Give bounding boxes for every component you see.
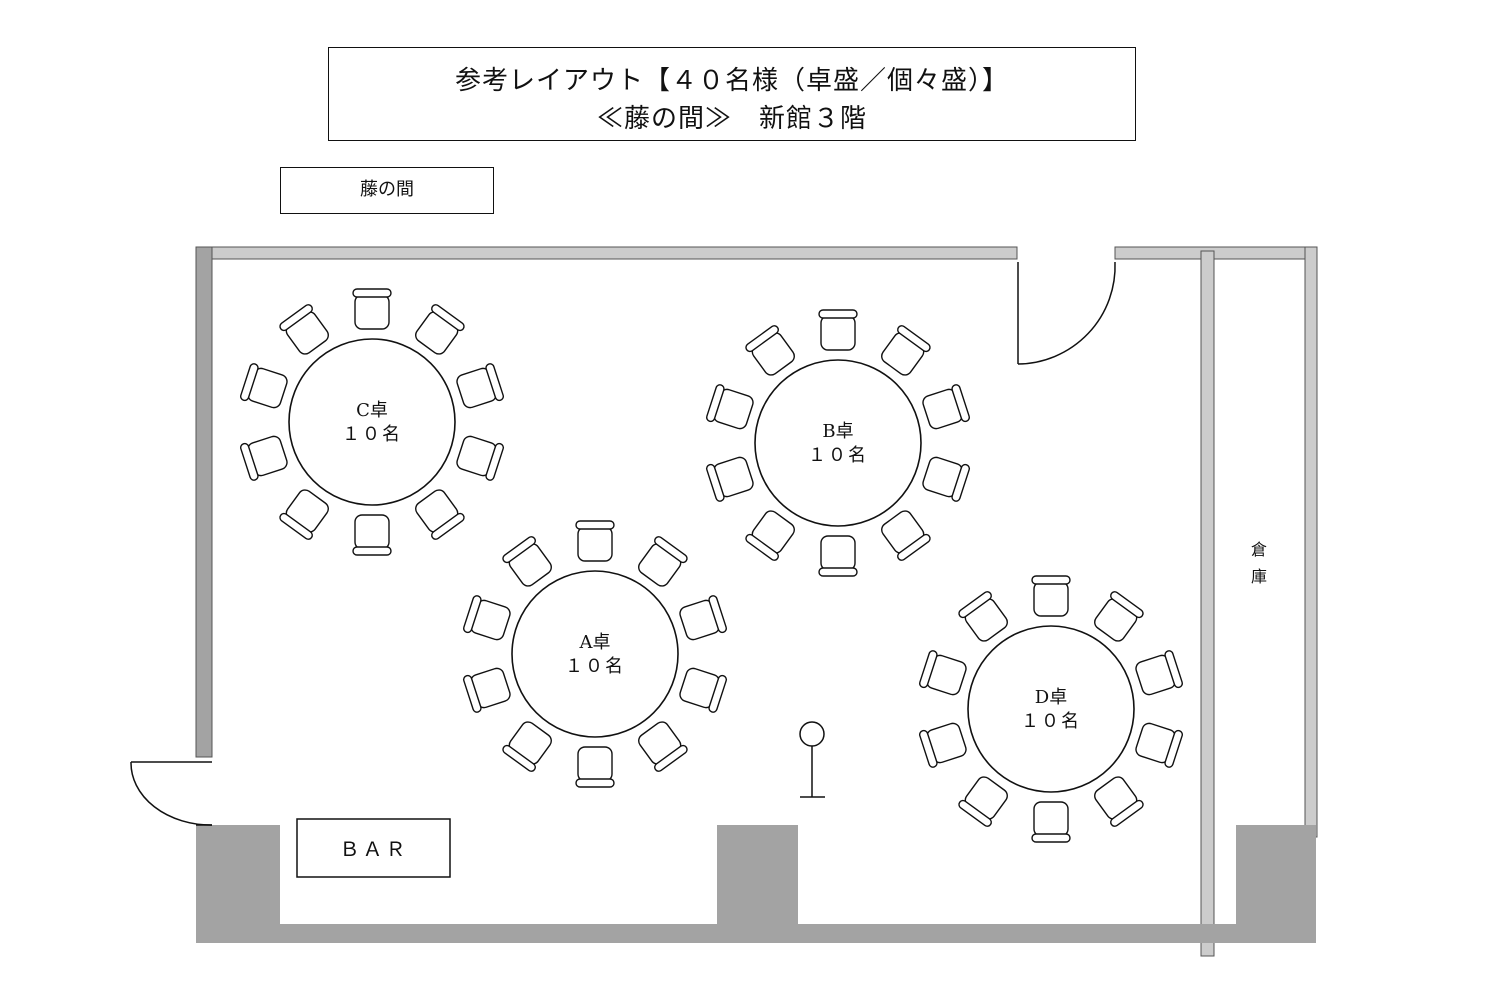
partition-wall xyxy=(1200,250,1215,957)
chair-icon xyxy=(705,384,754,430)
wall-top-right xyxy=(1114,246,1316,260)
doors xyxy=(130,261,1116,826)
chair-icon xyxy=(958,776,1008,827)
chair-icon xyxy=(1094,776,1144,827)
storage-label-char-1: 倉 xyxy=(1251,540,1267,559)
chair-icon xyxy=(352,514,392,556)
storage-label: 倉 庫 xyxy=(1251,540,1267,586)
door-top-right xyxy=(1017,261,1116,365)
chair-icon xyxy=(745,325,795,376)
title-main: 参考レイアウト【４０名様（卓盛／個々盛）】 xyxy=(454,66,1009,96)
table-name: C卓 xyxy=(356,400,388,421)
chair-icon xyxy=(958,591,1008,642)
title-sub: ≪藤の間≫ 新館３階 xyxy=(596,104,867,134)
chair-icon xyxy=(239,363,288,409)
pillar-bottom-right xyxy=(1236,825,1316,943)
storage-label-char-2: 庫 xyxy=(1251,567,1267,586)
bar-counter: ＢＡＲ xyxy=(296,818,451,878)
chair-icon xyxy=(575,520,615,562)
chair-icon xyxy=(462,667,511,713)
round-table-top xyxy=(288,338,456,506)
pillar-bottom-left xyxy=(196,825,280,943)
chair-icon xyxy=(239,435,288,481)
table-b: B卓 １０名 xyxy=(705,309,971,577)
chair-icon xyxy=(638,721,688,772)
chair-icon xyxy=(638,536,688,587)
chair-icon xyxy=(818,535,858,577)
chair-icon xyxy=(918,722,967,768)
pillar-bottom-middle xyxy=(717,825,798,943)
chair-icon xyxy=(679,595,728,641)
round-table-top xyxy=(511,570,679,738)
wall-right xyxy=(1304,246,1318,838)
chair-icon xyxy=(502,536,552,587)
microphone-stand-icon xyxy=(799,721,825,798)
chair-icon xyxy=(679,667,728,713)
table-seat-count: １０名 xyxy=(808,445,868,466)
chair-icon xyxy=(922,456,971,502)
round-table-top xyxy=(754,359,922,527)
chair-icon xyxy=(456,435,505,481)
walls xyxy=(195,246,1318,957)
table-a: A卓 １０名 xyxy=(462,520,728,788)
chair-icon xyxy=(922,384,971,430)
chair-icon xyxy=(462,595,511,641)
tables: C卓 １０名 B卓 １０名 A卓 １０名 D卓 １０名 xyxy=(239,288,1184,843)
title-box: 参考レイアウト【４０名様（卓盛／個々盛）】 ≪藤の間≫ 新館３階 xyxy=(328,47,1136,141)
chair-icon xyxy=(1031,575,1071,617)
chair-icon xyxy=(1135,722,1184,768)
table-seat-count: １０名 xyxy=(565,656,625,677)
chair-icon xyxy=(918,650,967,696)
table-d: D卓 １０名 xyxy=(918,575,1184,843)
table-name: B卓 xyxy=(822,421,853,442)
chair-icon xyxy=(705,456,754,502)
door-left xyxy=(130,761,213,826)
bar-label: ＢＡＲ xyxy=(340,837,409,861)
chair-icon xyxy=(1031,801,1071,843)
chair-icon xyxy=(881,510,931,561)
chair-icon xyxy=(279,489,329,540)
table-c: C卓 １０名 xyxy=(239,288,505,556)
chair-icon xyxy=(818,309,858,351)
table-seat-count: １０名 xyxy=(342,424,402,445)
table-seat-count: １０名 xyxy=(1021,711,1081,732)
wall-top xyxy=(211,246,1018,260)
table-name: A卓 xyxy=(579,632,611,653)
chair-icon xyxy=(415,489,465,540)
wall-bottom xyxy=(196,924,1316,943)
chair-icon xyxy=(279,304,329,355)
chair-icon xyxy=(1135,650,1184,696)
chair-icon xyxy=(415,304,465,355)
table-name: D卓 xyxy=(1035,687,1067,708)
chair-icon xyxy=(881,325,931,376)
chair-icon xyxy=(745,510,795,561)
chair-icon xyxy=(575,746,615,788)
chair-icon xyxy=(1094,591,1144,642)
round-table-top xyxy=(967,625,1135,793)
wall-left xyxy=(195,246,213,758)
chair-icon xyxy=(352,288,392,330)
room-name-label: 藤の間 xyxy=(280,167,494,214)
chair-icon xyxy=(456,363,505,409)
chair-icon xyxy=(502,721,552,772)
